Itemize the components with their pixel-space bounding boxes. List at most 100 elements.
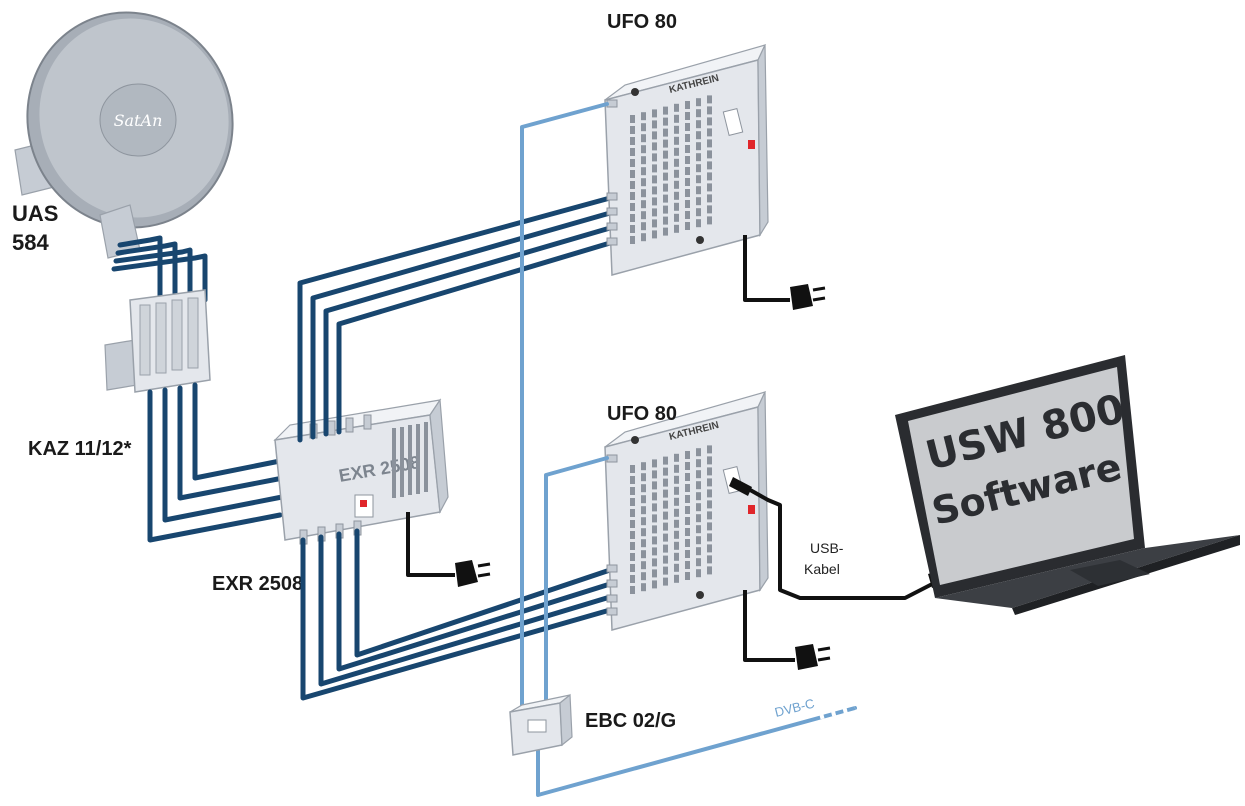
vent-slot [663, 194, 668, 203]
vent-slot [674, 213, 679, 222]
vent-slot [652, 153, 657, 162]
vent-slot [696, 514, 701, 523]
kaz-label: KAZ 11/12* [28, 438, 132, 460]
vent-slot [641, 134, 646, 143]
vent-slot [696, 142, 701, 151]
vent-slot [641, 583, 646, 592]
vent-slot [630, 498, 635, 506]
vent-slot [652, 197, 657, 206]
satellite-dish: SatAn [14, 11, 234, 259]
vent-slot [663, 511, 668, 520]
kaz-to-exr-cables [147, 382, 288, 543]
vent-slot [641, 539, 646, 548]
vent-slot [696, 470, 701, 479]
vent-slot [707, 566, 712, 575]
vent-slot [674, 202, 679, 211]
vent-slot [663, 544, 668, 553]
vent-slot [685, 145, 690, 153]
vent-slot [685, 528, 690, 536]
vent-slot [663, 183, 668, 192]
vent-slot [630, 520, 635, 528]
ebc-combiner [509, 693, 573, 756]
vent-slot [663, 139, 668, 148]
vent-slot [685, 517, 690, 525]
vent-slot [707, 478, 712, 487]
vent-slot [630, 465, 635, 473]
vent-slot [630, 575, 635, 583]
dish-label-line1: UAS [12, 201, 58, 226]
vent-slot [674, 114, 679, 123]
vent-slot [696, 208, 701, 217]
vent-slot [663, 106, 668, 115]
vent-slot [696, 164, 701, 173]
vent-slot [641, 572, 646, 581]
vent-slot [685, 112, 690, 120]
vent-slot [707, 128, 712, 137]
vent-slot [696, 536, 701, 545]
vent-slot [652, 569, 657, 578]
ufo-top-power-cable [743, 235, 826, 310]
vent-slot [641, 145, 646, 154]
vent-slot [652, 175, 657, 184]
vent-slot [663, 555, 668, 564]
vent-slot [652, 219, 657, 228]
vent-slot [707, 205, 712, 214]
vent-slot [674, 552, 679, 561]
vent-slot [685, 134, 690, 142]
vent-slot [674, 169, 679, 178]
vent-slot [630, 531, 635, 539]
vent-slot [630, 181, 635, 189]
cable-tv-lines [520, 102, 857, 797]
vent-slot [641, 473, 646, 482]
vent-slot [707, 161, 712, 170]
vent-slot [652, 503, 657, 512]
vent-slot [630, 236, 635, 244]
vent-slot [685, 495, 690, 503]
dish-brand: SatAn [114, 111, 163, 130]
vent-slot [707, 522, 712, 531]
vent-slot [696, 175, 701, 184]
usb-label-line1: USB- [810, 540, 844, 556]
vent-slot [663, 577, 668, 586]
vent-slot [707, 544, 712, 553]
vent-slot [674, 224, 679, 233]
vent-slot [652, 547, 657, 556]
vent-slot [707, 555, 712, 564]
vent-slot [630, 553, 635, 561]
vent-slot [641, 112, 646, 121]
vent-slot [707, 456, 712, 465]
laptop: USW 800 Software [895, 355, 1240, 615]
vent-slot [696, 448, 701, 457]
vent-slot [696, 525, 701, 534]
vent-slot [674, 508, 679, 517]
vent-slot [641, 517, 646, 526]
vent-slot [696, 569, 701, 578]
vent-slot [641, 484, 646, 493]
vent-slot [630, 148, 635, 156]
vent-slot [674, 453, 679, 462]
vent-slot [641, 200, 646, 209]
vent-slot [652, 459, 657, 468]
vent-slot [685, 561, 690, 569]
ufo-top-vents [630, 95, 712, 244]
vent-slot [685, 189, 690, 197]
vent-slot [696, 481, 701, 490]
vent-slot [630, 159, 635, 167]
vent-slot [674, 180, 679, 189]
vent-slot [663, 172, 668, 181]
vent-slot [685, 462, 690, 470]
vent-slot [685, 211, 690, 219]
vent-slot [663, 467, 668, 476]
vent-slot [674, 563, 679, 572]
vent-slot [652, 109, 657, 118]
vent-slot [630, 225, 635, 233]
vent-slot [652, 230, 657, 239]
vent-slot [674, 486, 679, 495]
vent-slot [652, 470, 657, 479]
vent-slot [641, 528, 646, 537]
vent-slot [630, 564, 635, 572]
vent-slot [652, 186, 657, 195]
vent-slot [685, 572, 690, 580]
status-led [748, 505, 755, 514]
vent-slot [674, 147, 679, 156]
